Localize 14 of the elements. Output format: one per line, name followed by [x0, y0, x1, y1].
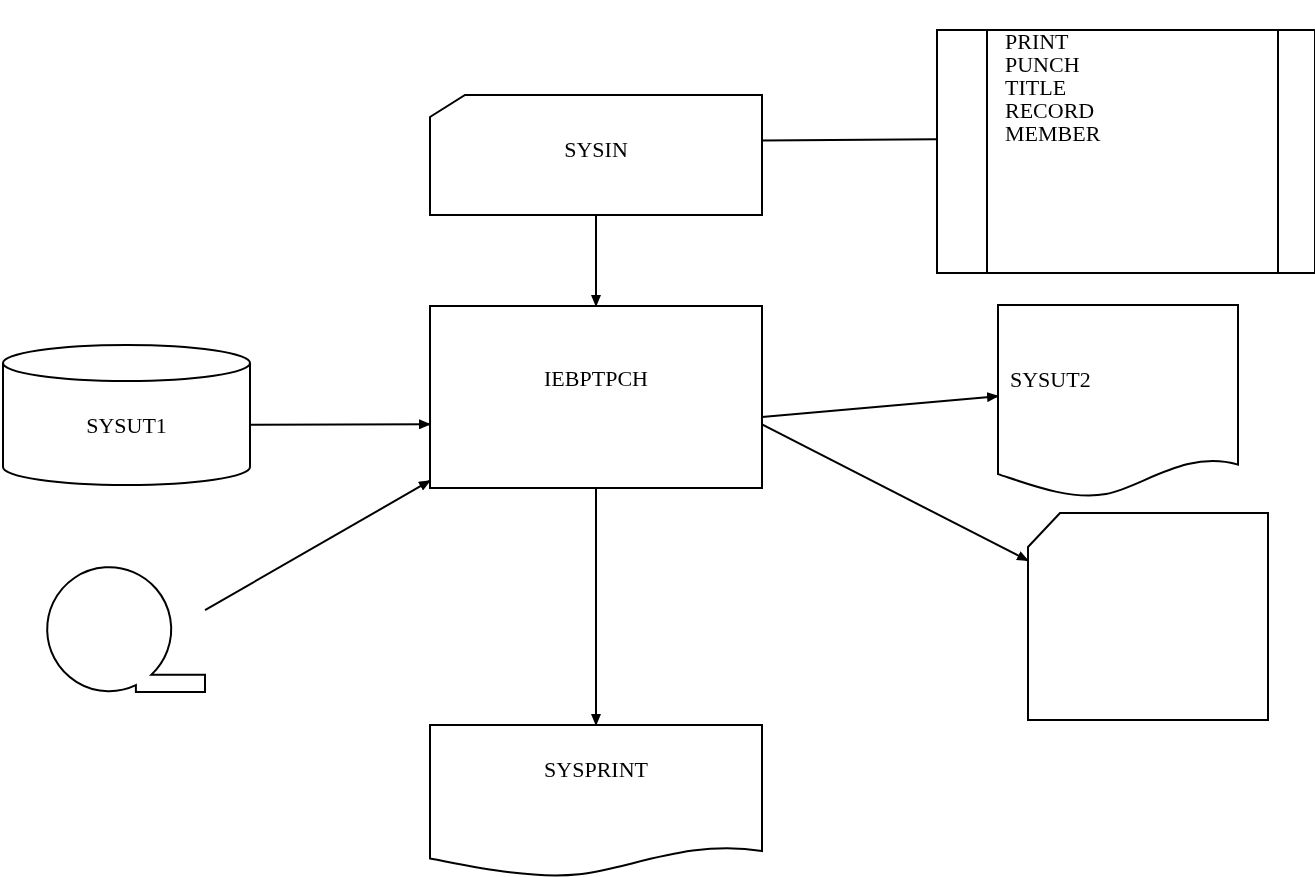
arrow: [591, 214, 601, 307]
node-label: MEMBER: [1005, 122, 1101, 145]
node-label: PUNCH: [1005, 53, 1080, 76]
node-label: TITLE: [1005, 76, 1067, 99]
arrow: [249, 419, 431, 430]
node-label: SYSUT1: [86, 413, 167, 439]
node-label: SYSUT2: [1010, 367, 1091, 393]
arrow: [204, 479, 431, 612]
node-label: SYSIN: [564, 137, 628, 163]
node-label: IEBPTPCH: [544, 366, 648, 392]
arrow: [591, 487, 601, 726]
node-label: PRINT: [1005, 30, 1069, 53]
node-label: RECORD: [1005, 99, 1095, 122]
node-label: SYSPRINT: [544, 757, 648, 783]
